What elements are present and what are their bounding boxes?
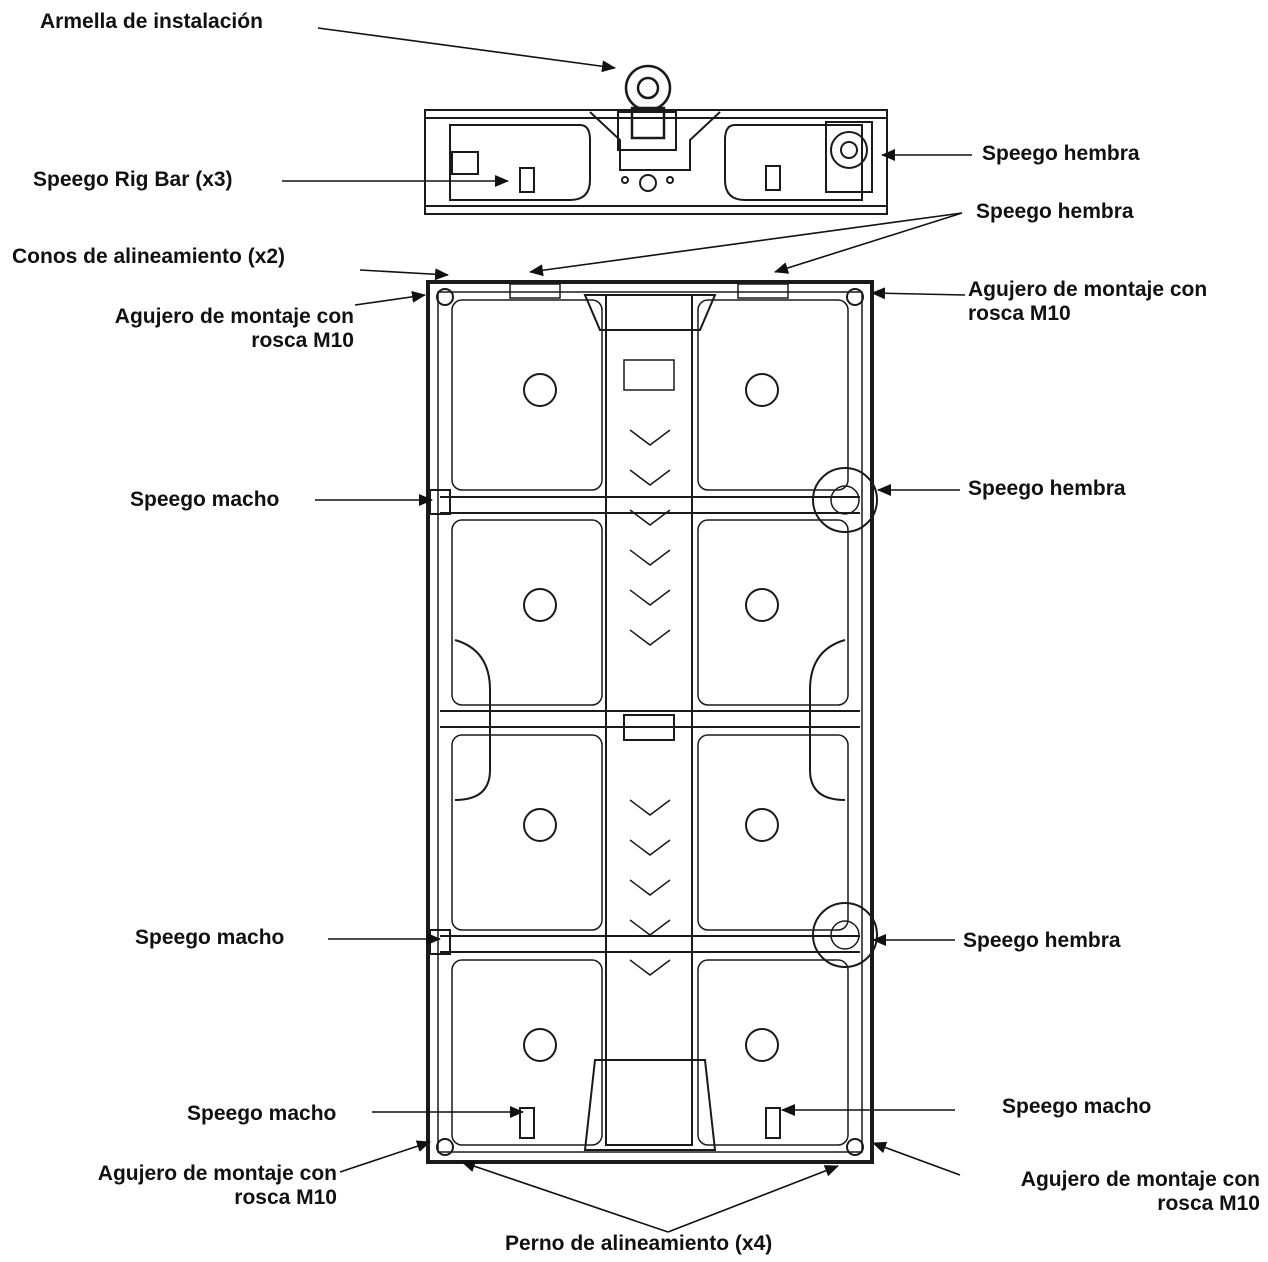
label-speego-hembra-top: Speego hembra [982,142,1140,165]
label-agujero-bl-line1: Agujero de montaje con [97,1162,337,1185]
label-agujero-tl-line2: rosca M10 [251,329,354,352]
label-macho-mid: Speego macho [130,488,280,511]
label-macho-low: Speego macho [135,926,285,949]
label-hembra-mid: Speego hembra [968,477,1126,500]
label-macho-br: Speego macho [1002,1095,1152,1118]
label-hembra-low: Speego hembra [963,929,1121,952]
label-agujero-br-line1: Agujero de montaje con [1020,1168,1260,1191]
leader-lines [282,27,972,1233]
label-agujero-bl-line2: rosca M10 [234,1186,337,1209]
label-speego-hembra-pair: Speego hembra [976,200,1134,223]
label-macho-bl: Speego macho [187,1102,337,1125]
label-agujero-tl-line1: Agujero de montaje con [114,305,354,328]
label-agujero-br-line2: rosca M10 [1157,1192,1260,1215]
label-perno: Perno de alineamiento (x4) [505,1232,773,1255]
rig-bar [424,109,888,215]
label-rig-bar: Speego Rig Bar (x3) [33,168,233,191]
label-agujero-tr-line2: rosca M10 [968,302,1071,325]
label-agujero-bl: Agujero de montaje con rosca M10 [20,1162,337,1210]
label-agujero-tr: Agujero de montaje con rosca M10 [968,278,1207,326]
label-armella: Armella de instalación [40,10,263,33]
eye-bolt [624,64,672,140]
label-agujero-tl: Agujero de montaje con rosca M10 [40,305,354,353]
label-conos: Conos de alineamiento (x2) [12,245,286,268]
led-panel [426,280,878,1164]
label-agujero-tr-line1: Agujero de montaje con [968,278,1208,301]
label-agujero-br: Agujero de montaje con rosca M10 [950,1168,1260,1216]
